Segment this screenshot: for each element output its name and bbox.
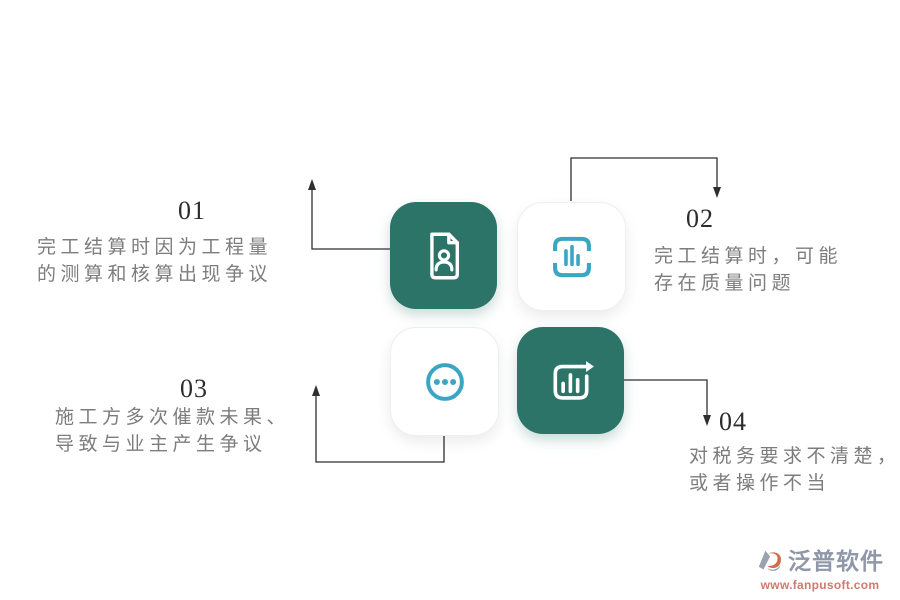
item-03-line1: 施工方多次催款未果、 xyxy=(55,407,291,428)
item-02-number: 02 xyxy=(686,204,714,233)
item-04-number: 04 xyxy=(719,407,747,436)
item-04-line2: 或者操作不当 xyxy=(689,473,831,494)
item-02-line2: 存在质量问题 xyxy=(654,273,796,294)
arrowhead-down-04 xyxy=(703,415,711,426)
connector-01 xyxy=(311,188,390,250)
arrowhead-up-01 xyxy=(308,179,316,190)
item-04-description: 对税务要求不清楚， 或者操作不当 xyxy=(689,443,900,497)
ellipsis-circle-icon xyxy=(425,362,464,401)
tile-01 xyxy=(390,202,497,309)
logo-url: www.fanpusoft.com xyxy=(760,578,880,592)
connector-04 xyxy=(624,379,708,417)
arrowhead-down-02 xyxy=(713,187,721,198)
arrowhead-up-03 xyxy=(312,385,320,396)
tile-04 xyxy=(517,327,624,434)
scan-bar-chart-icon xyxy=(552,236,591,277)
item-01-line1: 完工结算时因为工程量 xyxy=(37,237,273,258)
connector-02 xyxy=(570,157,718,201)
tile-02 xyxy=(517,202,626,311)
document-user-icon xyxy=(429,232,459,279)
item-02-line1: 完工结算时，可能 xyxy=(654,246,843,267)
item-03-description: 施工方多次催款未果、 导致与业主产生争议 xyxy=(55,404,290,458)
tile-03 xyxy=(390,327,499,436)
item-03-line2: 导致与业主产生争议 xyxy=(55,434,267,455)
item-01-number: 01 xyxy=(178,196,206,225)
fanpu-logo-icon xyxy=(758,550,782,571)
item-01-line2: 的测算和核算出现争议 xyxy=(37,264,273,285)
item-02-description: 完工结算时，可能 存在质量问题 xyxy=(654,243,842,297)
item-04-line1: 对税务要求不清楚， xyxy=(689,446,900,467)
item-01-description: 完工结算时因为工程量 的测算和核算出现争议 xyxy=(37,234,272,288)
watermark-logo: 泛普软件 www.fanpusoft.com xyxy=(750,547,890,592)
item-03-number: 03 xyxy=(180,374,208,403)
logo-name: 泛普软件 xyxy=(788,548,884,575)
bar-chart-arrow-icon xyxy=(552,360,594,400)
